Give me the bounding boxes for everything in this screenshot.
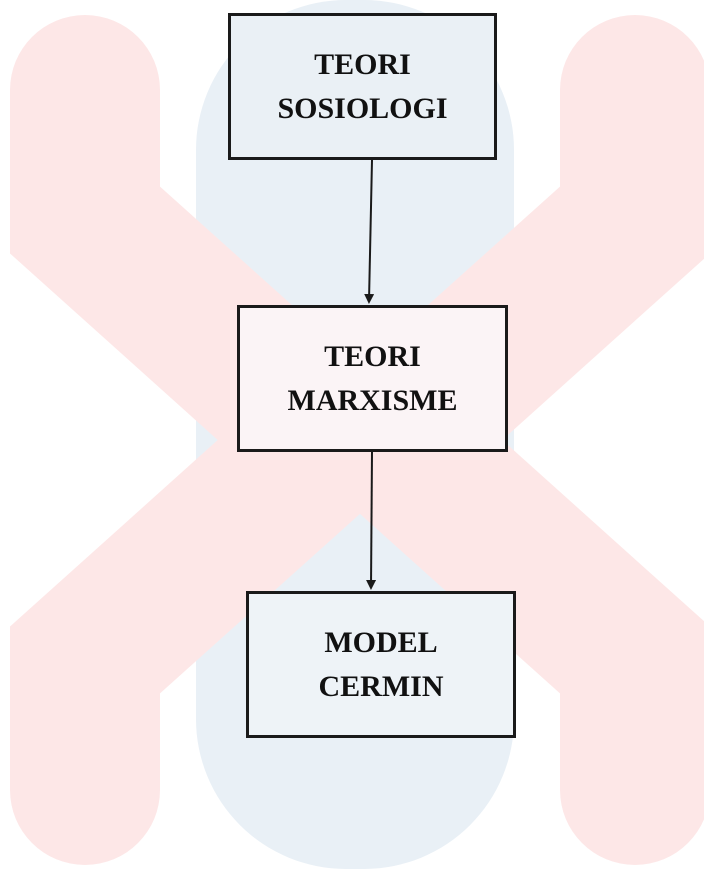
node-teori-marxisme: TEORI MARXISME <box>237 305 508 452</box>
arrow-marxisme-to-cermin <box>366 451 377 590</box>
arrow-sosiologi-to-marxisme <box>364 159 375 304</box>
node-label-line: TEORI <box>324 339 421 373</box>
node-label-line: SOSIOLOGI <box>277 91 448 125</box>
node-label-line: MODEL <box>324 625 438 659</box>
node-teori-sosiologi: TEORI SOSIOLOGI <box>228 13 497 160</box>
node-label-line: CERMIN <box>318 669 444 703</box>
node-model-cermin: MODEL CERMIN <box>246 591 516 738</box>
node-label-line: TEORI <box>314 47 411 81</box>
node-label-line: MARXISME <box>287 383 458 417</box>
